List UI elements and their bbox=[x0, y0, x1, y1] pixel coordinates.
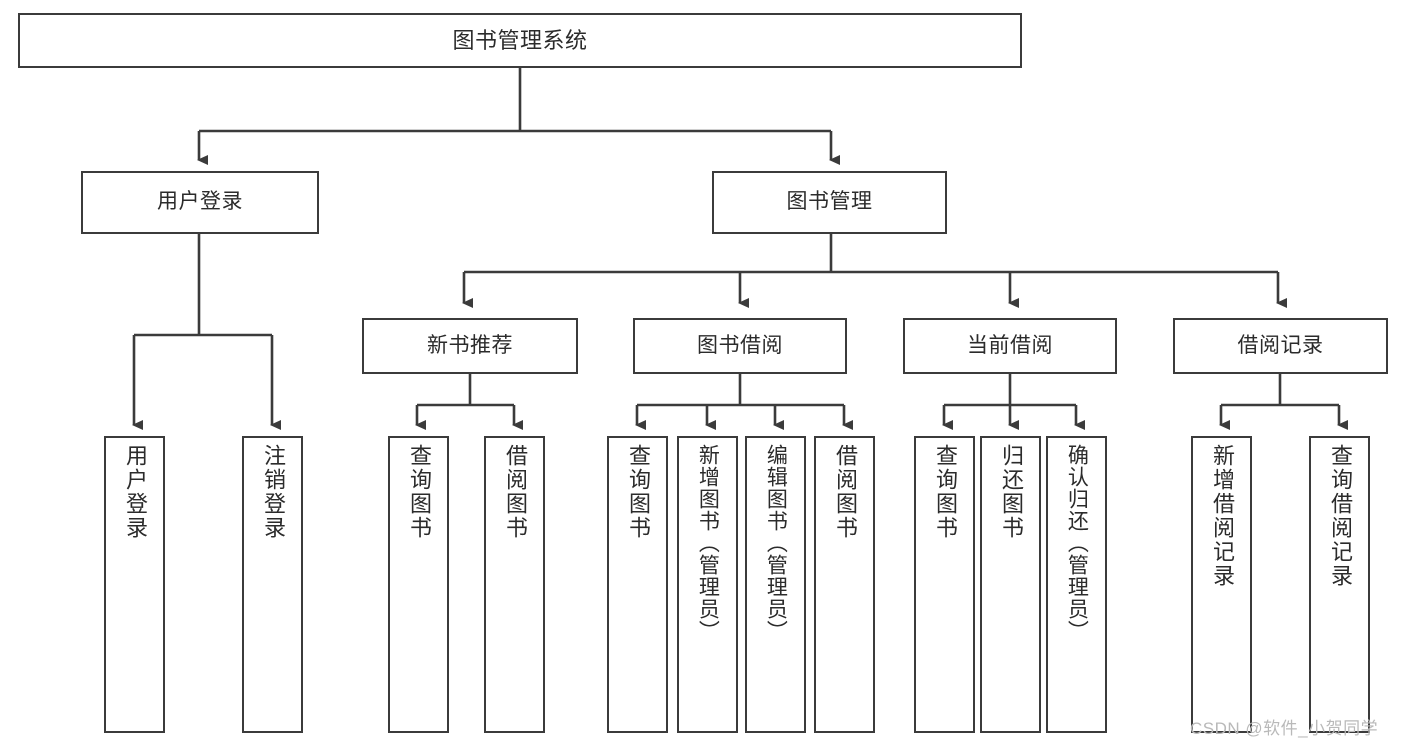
leaf-book-borrow-add-admin[interactable]: 新增图书（管理员） bbox=[677, 436, 738, 733]
node-label: 用户登录 bbox=[122, 444, 148, 540]
leaf-new-book-query[interactable]: 查询图书 bbox=[388, 436, 449, 733]
leaf-new-book-borrow[interactable]: 借阅图书 bbox=[484, 436, 545, 733]
leaf-borrow-record-query[interactable]: 查询借阅记录 bbox=[1309, 436, 1370, 733]
node-label: 借阅图书 bbox=[832, 444, 858, 540]
node-label: 图书管理系统 bbox=[452, 27, 588, 53]
node-label: 归还图书 bbox=[998, 444, 1024, 540]
node-new-book-recommend[interactable]: 新书推荐 bbox=[362, 318, 578, 374]
node-label: 编辑图书（管理员） bbox=[764, 444, 788, 642]
node-label: 新增图书（管理员） bbox=[696, 444, 720, 642]
node-label: 查询图书 bbox=[932, 444, 958, 540]
leaf-book-borrow-query[interactable]: 查询图书 bbox=[607, 436, 668, 733]
node-label: 查询图书 bbox=[625, 444, 651, 540]
node-borrow-record[interactable]: 借阅记录 bbox=[1173, 318, 1388, 374]
node-label: 借阅图书 bbox=[502, 444, 528, 540]
node-label: 注销登录 bbox=[260, 444, 286, 540]
node-label: 图书借阅 bbox=[697, 333, 783, 357]
node-label: 查询图书 bbox=[406, 444, 432, 540]
node-label: 新增借阅记录 bbox=[1209, 444, 1235, 588]
node-label: 图书管理 bbox=[786, 190, 873, 214]
node-label: 当前借阅 bbox=[967, 333, 1053, 357]
leaf-user-login-login[interactable]: 用户登录 bbox=[104, 436, 165, 733]
node-book-borrow[interactable]: 图书借阅 bbox=[633, 318, 847, 374]
watermark: CSDN @软件_小贺同学 bbox=[1190, 719, 1379, 738]
leaf-current-borrow-return[interactable]: 归还图书 bbox=[980, 436, 1041, 733]
node-user-login[interactable]: 用户登录 bbox=[81, 171, 319, 234]
node-root-book-management-system[interactable]: 图书管理系统 bbox=[18, 13, 1022, 68]
node-label: 新书推荐 bbox=[427, 333, 513, 357]
node-label: 确认归还（管理员） bbox=[1065, 444, 1089, 642]
leaf-current-borrow-query[interactable]: 查询图书 bbox=[914, 436, 975, 733]
leaf-current-borrow-confirm-admin[interactable]: 确认归还（管理员） bbox=[1046, 436, 1107, 733]
leaf-user-login-logout[interactable]: 注销登录 bbox=[242, 436, 303, 733]
leaf-book-borrow-edit-admin[interactable]: 编辑图书（管理员） bbox=[745, 436, 806, 733]
leaf-borrow-record-add[interactable]: 新增借阅记录 bbox=[1191, 436, 1252, 733]
node-label: 借阅记录 bbox=[1237, 333, 1324, 357]
node-label: 查询借阅记录 bbox=[1327, 444, 1353, 588]
node-current-borrow[interactable]: 当前借阅 bbox=[903, 318, 1117, 374]
node-label: 用户登录 bbox=[157, 190, 243, 214]
leaf-book-borrow-borrow[interactable]: 借阅图书 bbox=[814, 436, 875, 733]
node-book-management[interactable]: 图书管理 bbox=[712, 171, 947, 234]
